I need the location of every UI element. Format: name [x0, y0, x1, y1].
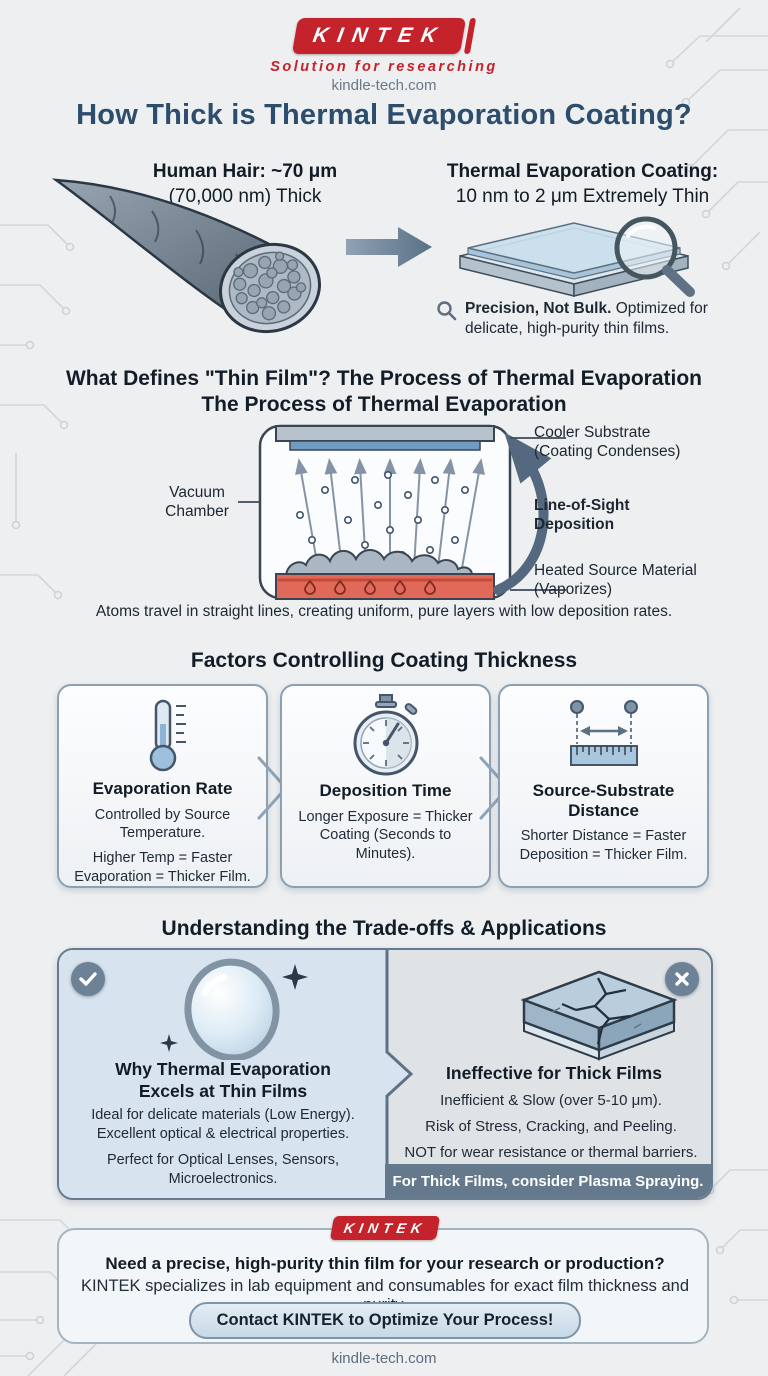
plasma-spraying-banner: For Thick Films, consider Plasma Sprayin… [385, 1164, 711, 1198]
stopwatch-icon [353, 694, 418, 776]
vacuum-chamber-diagram [238, 424, 566, 600]
kintek-logo-text: KINTEK [310, 24, 448, 47]
tradeoffs-card: Why Thermal Evaporation Excels at Thin F… [57, 948, 713, 1200]
process-title-line2: The Process of Thermal Evaporation [201, 393, 567, 417]
coating-subheading: 10 nm to 2 μm Extremely Thin [455, 185, 710, 207]
coated-substrate-illustration [459, 216, 695, 297]
human-hair-illustration [51, 178, 322, 334]
magnifier-icon [614, 216, 695, 297]
sparkle-icon [160, 1034, 178, 1052]
cracked-block-illustration [520, 970, 678, 1061]
divider-chevron-icon [385, 950, 414, 1198]
factor-card-evaporation-rate: Evaporation Rate Controlled by Source Te… [57, 684, 268, 888]
con-text: Inefficient & Slow (over 5-10 μm). Risk … [404, 1092, 698, 1161]
factor-text: Higher Temp = Faster Evaporation = Thick… [74, 850, 251, 886]
hair-subheading: (70,000 nm) Thick [168, 185, 322, 207]
cta-logo: KINTEK [59, 1216, 711, 1240]
factor-title: Deposition Time [319, 781, 452, 800]
factors-section-title: Factors Controlling Coating Thickness [190, 649, 578, 672]
footer-website: kindle-tech.com [331, 1350, 437, 1367]
precision-note-bold: Precision, Not Bulk. [465, 300, 612, 317]
precision-note: Precision, Not Bulk. Optimized for delic… [436, 299, 728, 339]
cta-logo-badge: KINTEK [329, 1216, 441, 1240]
con-heading: Ineffective for Thick Films [446, 1063, 662, 1083]
hair-label: Human Hair: ~70 μm (70,000 nm) Thick [100, 160, 390, 209]
arrow-right-icon [346, 227, 432, 267]
contact-button[interactable]: Contact KINTEK to Optimize Your Process! [188, 1302, 582, 1339]
factor-card-source-substrate-distance: Source-Substrate Distance Shorter Distan… [498, 684, 709, 888]
circuit-decoration-top-right [665, 7, 768, 271]
label-heated-source: Heated Source Material (Vaporizes) [534, 562, 697, 598]
factor-text: Shorter Distance = Faster Deposition = T… [519, 828, 688, 863]
label-vacuum-chamber: Vacuum Chamber [165, 484, 229, 520]
lens-illustration [160, 958, 308, 1060]
sparkle-icon [282, 964, 308, 990]
hair-heading: Human Hair: ~70 μm [152, 161, 338, 182]
process-caption: Atoms travel in straight lines, creating… [95, 603, 673, 620]
pro-heading: Why Thermal Evaporation Excels at Thin F… [115, 1059, 331, 1102]
kintek-logo: KINTEK [0, 18, 768, 54]
factor-text: Controlled by Source Temperature. [94, 806, 231, 842]
precision-note-rest: Optimized for delicate, high-purity thin… [465, 300, 708, 338]
circuit-decoration-left [0, 224, 75, 600]
coating-label: Thermal Evaporation Coating: 10 nm to 2 … [435, 160, 730, 209]
process-section-title: What Defines "Thin Film"? The Process of… [20, 366, 748, 419]
factor-title: Source-Substrate Distance [532, 781, 675, 820]
check-icon [71, 962, 105, 996]
process-title-line1: What Defines "Thin Film"? The Process of… [65, 367, 702, 390]
ruler-distance-icon [569, 700, 638, 766]
coating-heading: Thermal Evaporation Coating: [446, 161, 719, 182]
label-line-of-sight: Line-of-Sight Deposition [534, 497, 630, 533]
search-icon [437, 301, 457, 321]
tradeoffs-section-title: Understanding the Trade-offs & Applicati… [161, 917, 607, 940]
brand-website: kindle-tech.com [331, 77, 437, 94]
factor-title: Evaporation Rate [92, 779, 233, 798]
page-title: How Thick is Thermal Evaporation Coating… [76, 99, 692, 131]
label-cooler-substrate: Cooler Substrate (Coating Condenses) [534, 424, 681, 460]
kintek-logo-tail-icon [463, 18, 477, 54]
thermometer-icon [149, 699, 186, 772]
cta-line1: Need a precise, high-purity thin film fo… [105, 1254, 665, 1273]
factor-card-deposition-time: Deposition Time Longer Exposure = Thicke… [280, 684, 491, 888]
kintek-logo-badge: KINTEK [291, 18, 467, 54]
factor-text: Longer Exposure = Thicker Coating (Secon… [298, 808, 473, 863]
x-icon [665, 962, 699, 996]
pro-text: Ideal for delicate materials (Low Energy… [91, 1107, 355, 1188]
brand-tagline: Solution for researching [270, 59, 498, 75]
cta-card: KINTEK Need a precise, high-purity thin … [57, 1216, 709, 1344]
